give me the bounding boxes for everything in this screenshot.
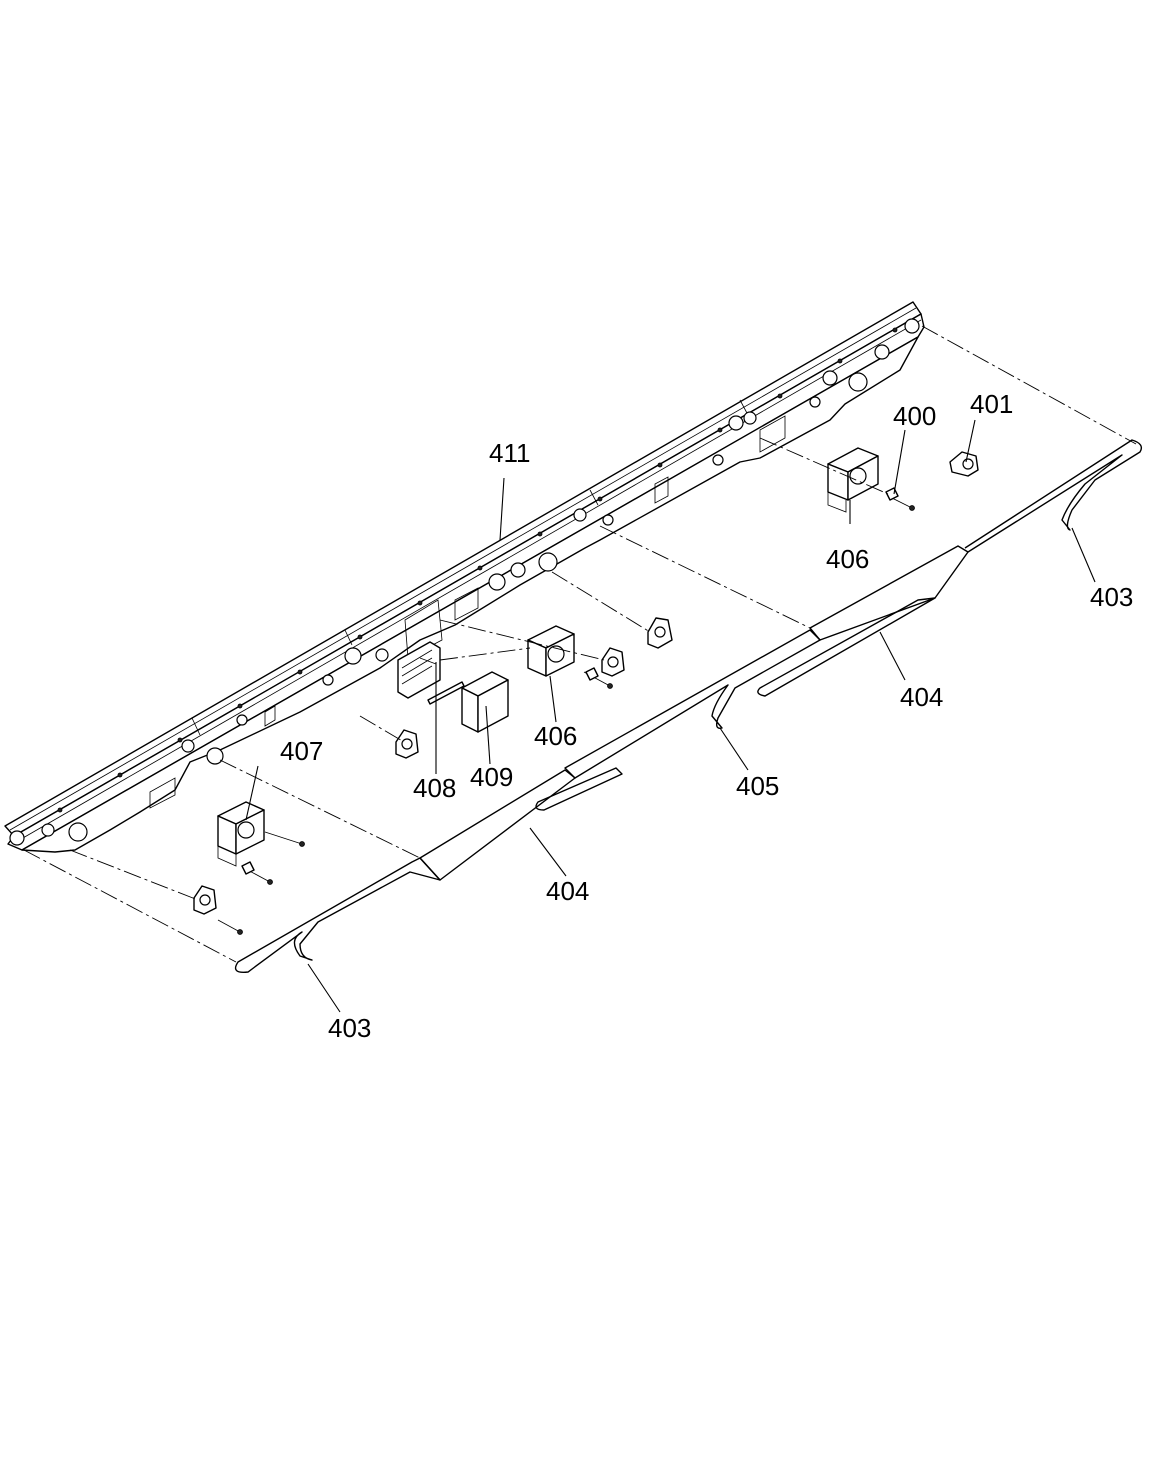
screws — [217, 487, 915, 935]
callouts: 411 400 401 406 403 404 406 405 407 408 … — [280, 389, 1133, 1043]
bracket-mid-upper — [647, 617, 673, 649]
gear-housing-406-right — [827, 447, 879, 513]
callout-408: 408 — [413, 773, 456, 803]
callout-406-center: 406 — [534, 721, 577, 751]
rail-assembly — [4, 301, 925, 853]
callout-404-right: 404 — [900, 682, 943, 712]
callout-405: 405 — [736, 771, 779, 801]
bracket-mid-lower — [601, 647, 625, 677]
phantom-lines — [23, 325, 1137, 963]
belt-403-left — [234, 857, 441, 973]
callout-400: 400 — [893, 401, 936, 431]
callout-403-right: 403 — [1090, 582, 1133, 612]
bracket-408-side — [395, 729, 419, 759]
bracket-401-right — [949, 451, 979, 477]
module-box-409 — [461, 671, 509, 733]
belt-403-right — [964, 439, 1143, 553]
callout-407: 407 — [280, 736, 323, 766]
gear-housing-407 — [217, 801, 265, 867]
gear-housing-406-center — [527, 625, 575, 677]
callout-401: 401 — [970, 389, 1013, 419]
callout-406-right: 406 — [826, 544, 869, 574]
callout-404-left: 404 — [546, 876, 589, 906]
sensor-bracket-408 — [397, 641, 465, 705]
callout-409: 409 — [470, 762, 513, 792]
belt-405 — [564, 629, 821, 779]
bracket-left-lower — [193, 885, 217, 915]
leader-lines — [245, 419, 1096, 1013]
callout-403-left: 403 — [328, 1013, 371, 1043]
callout-411: 411 — [489, 438, 530, 468]
